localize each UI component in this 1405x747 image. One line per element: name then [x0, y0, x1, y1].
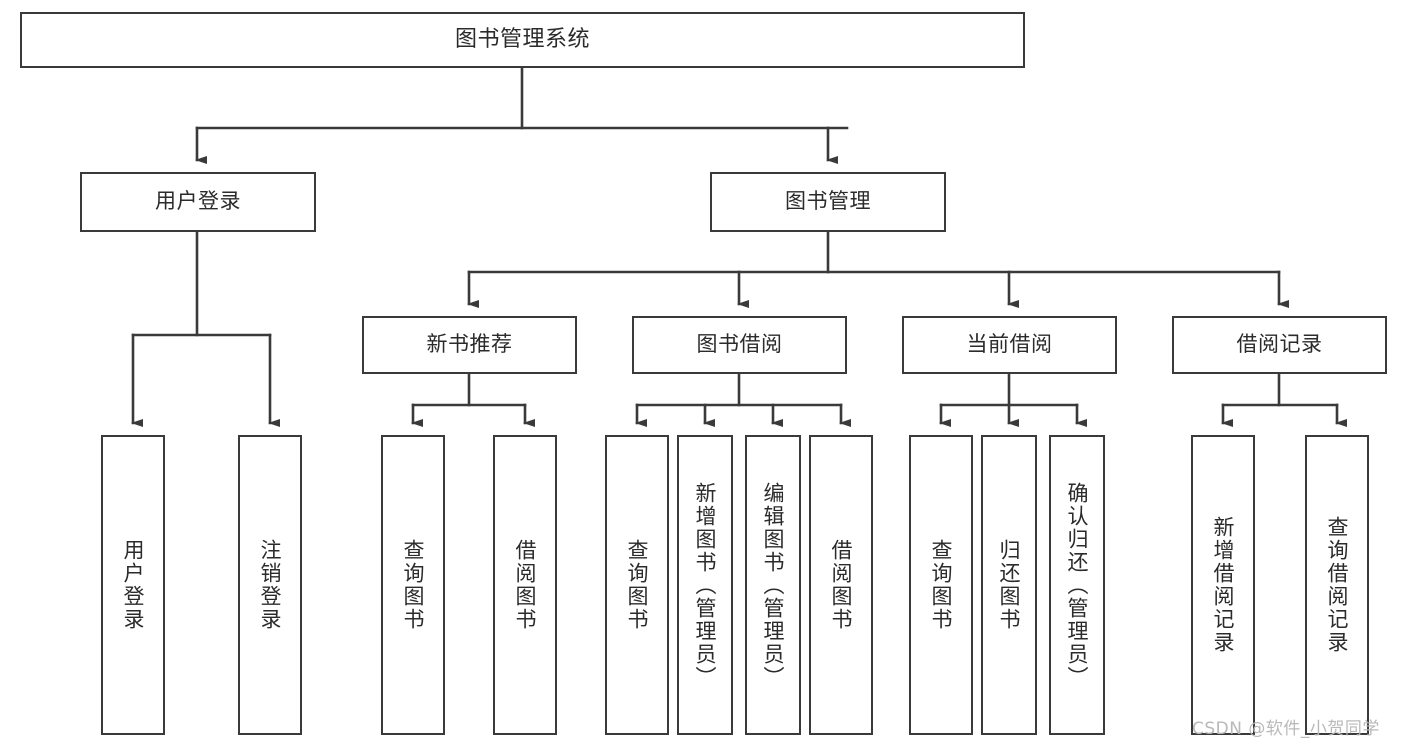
leaf-return-book[interactable]: 归还图书: [981, 435, 1037, 735]
node-user-login[interactable]: 用户登录: [80, 172, 316, 232]
node-book-borrow[interactable]: 图书借阅: [632, 316, 847, 374]
leaf-logout[interactable]: 注销登录: [238, 435, 302, 735]
node-borrow-record[interactable]: 借阅记录: [1172, 316, 1387, 374]
node-book-borrow-label: 图书借阅: [696, 332, 783, 357]
leaf-confirm-return[interactable]: 确认归还（管理员）: [1049, 435, 1105, 735]
node-current-borrow[interactable]: 当前借阅: [902, 316, 1117, 374]
leaf-query-book-1[interactable]: 查询图书: [381, 435, 445, 735]
leaf-logout-label: 注销登录: [258, 539, 283, 631]
leaf-confirm-return-label: 确认归还（管理员）: [1065, 481, 1090, 689]
node-current-borrow-label: 当前借阅: [966, 332, 1053, 357]
leaf-add-book[interactable]: 新增图书（管理员）: [677, 435, 733, 735]
leaf-edit-book[interactable]: 编辑图书（管理员）: [745, 435, 801, 735]
leaf-query-book-3[interactable]: 查询图书: [909, 435, 973, 735]
leaf-add-record-label: 新增借阅记录: [1211, 516, 1236, 654]
leaf-query-record-label: 查询借阅记录: [1325, 516, 1350, 654]
node-book-manage[interactable]: 图书管理: [710, 172, 946, 232]
node-user-login-label: 用户登录: [155, 189, 241, 214]
node-root-label: 图书管理系统: [454, 26, 590, 52]
node-borrow-record-label: 借阅记录: [1236, 332, 1323, 357]
node-new-book-recommend[interactable]: 新书推荐: [362, 316, 577, 374]
leaf-user-login[interactable]: 用户登录: [101, 435, 165, 735]
leaf-query-book-2[interactable]: 查询图书: [605, 435, 669, 735]
leaf-borrow-book-2[interactable]: 借阅图书: [809, 435, 873, 735]
leaf-borrow-book-1-label: 借阅图书: [513, 539, 538, 631]
leaf-query-record[interactable]: 查询借阅记录: [1305, 435, 1369, 735]
leaf-add-record[interactable]: 新增借阅记录: [1191, 435, 1255, 735]
leaf-query-book-3-label: 查询图书: [929, 539, 954, 631]
leaf-borrow-book-1[interactable]: 借阅图书: [493, 435, 557, 735]
leaf-query-book-1-label: 查询图书: [401, 539, 426, 631]
leaf-user-login-label: 用户登录: [121, 539, 146, 631]
node-book-manage-label: 图书管理: [785, 189, 871, 214]
leaf-query-book-2-label: 查询图书: [625, 539, 650, 631]
leaf-edit-book-label: 编辑图书（管理员）: [761, 481, 786, 689]
leaf-add-book-label: 新增图书（管理员）: [693, 481, 718, 689]
node-root-book-management-system[interactable]: 图书管理系统: [20, 12, 1025, 68]
leaf-return-book-label: 归还图书: [997, 539, 1022, 631]
node-new-book-recommend-label: 新书推荐: [426, 332, 513, 357]
leaf-borrow-book-2-label: 借阅图书: [829, 539, 854, 631]
